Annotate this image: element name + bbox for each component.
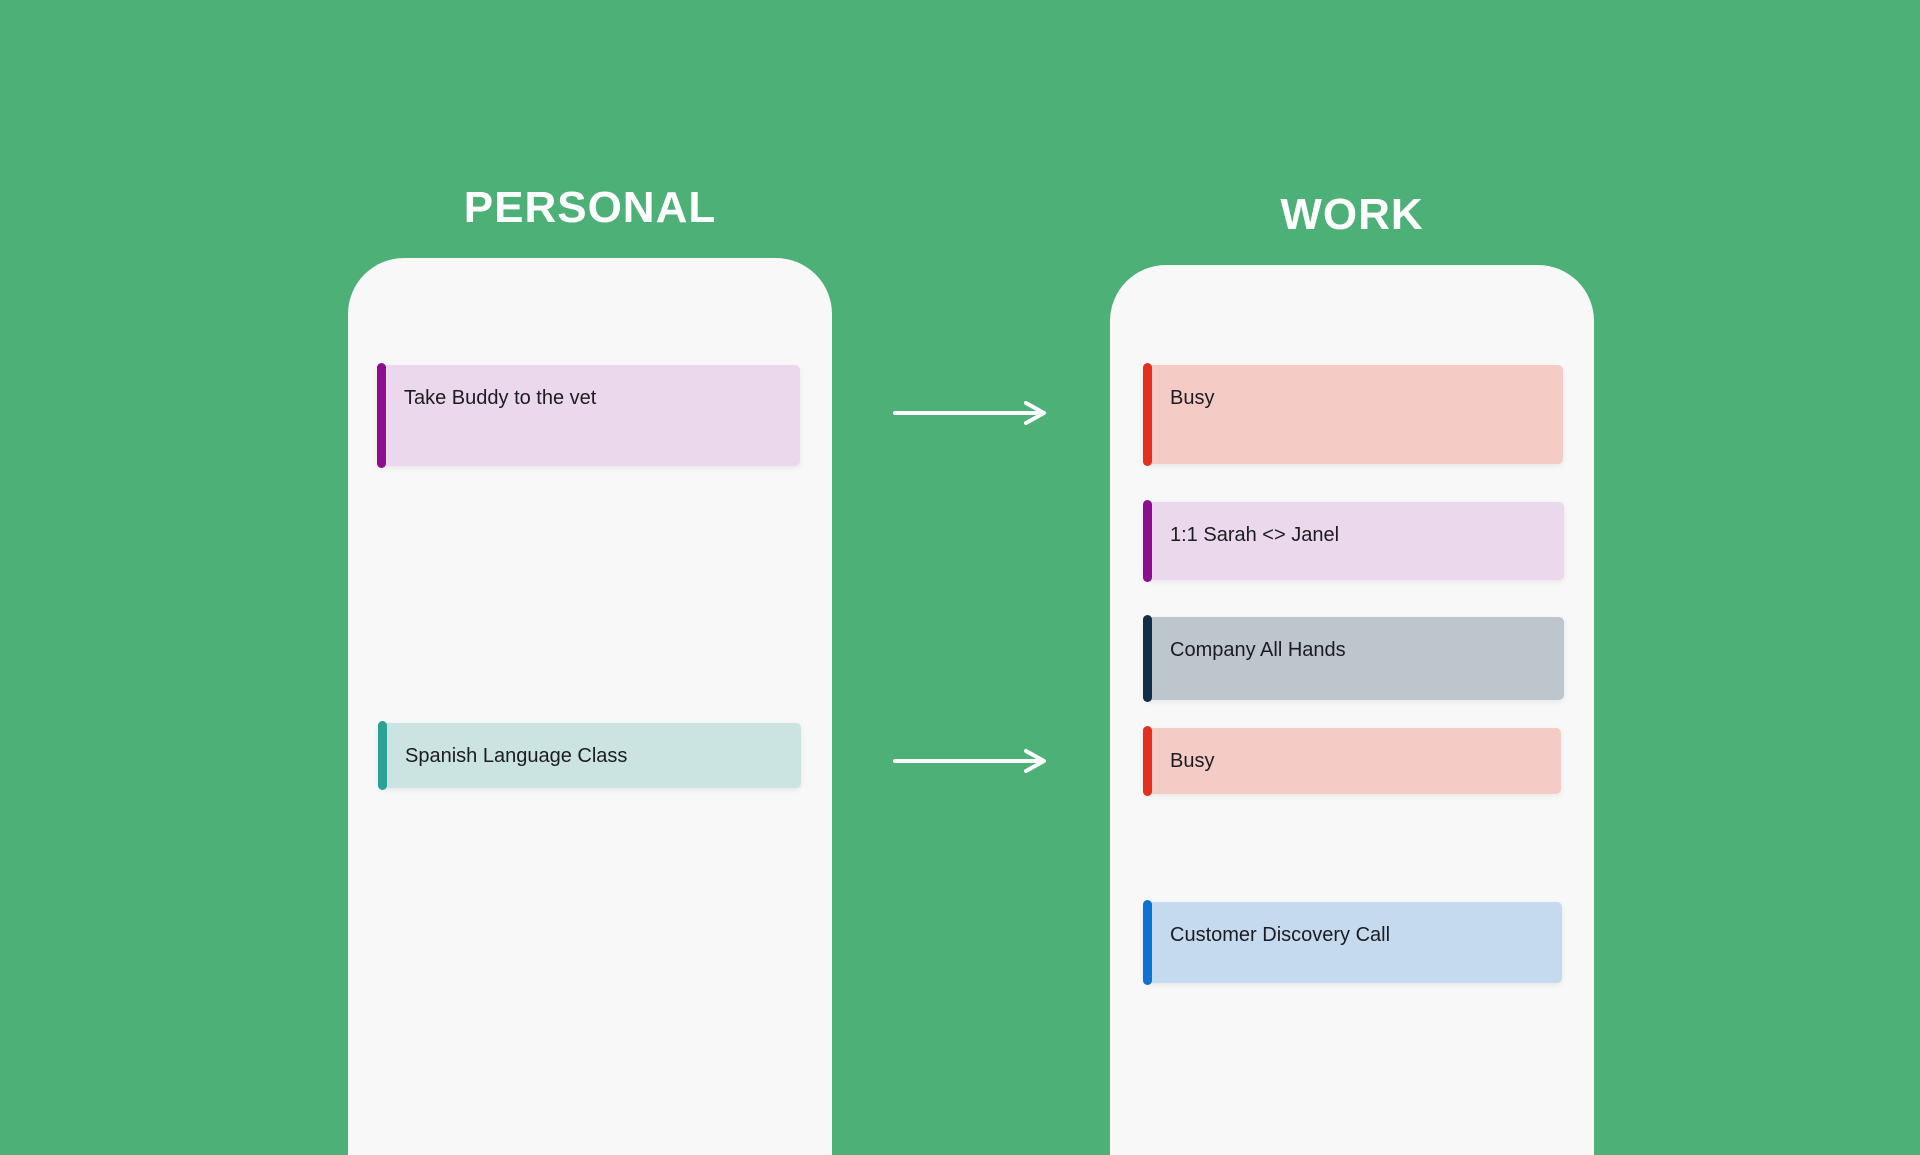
event-color-bar bbox=[1143, 900, 1152, 985]
event-label: Busy bbox=[1170, 387, 1215, 409]
personal-calendar-panel: Take Buddy to the vet Spanish Language C… bbox=[348, 258, 832, 1155]
event-label: 1:1 Sarah <> Janel bbox=[1170, 524, 1340, 546]
event-card-spanish-language-class: Spanish Language Class bbox=[378, 721, 801, 790]
sync-arrow-icon bbox=[893, 401, 1046, 425]
event-card-take-buddy-to-the-vet: Take Buddy to the vet bbox=[377, 363, 800, 468]
personal-column-title: PERSONAL bbox=[463, 183, 717, 232]
event-card-busy-1: Busy bbox=[1143, 363, 1563, 466]
event-card-busy-2: Busy bbox=[1143, 726, 1561, 796]
work-column-title: WORK bbox=[1280, 190, 1424, 239]
event-label: Customer Discovery Call bbox=[1170, 924, 1391, 946]
event-color-bar bbox=[378, 721, 387, 790]
event-card-customer-discovery-call: Customer Discovery Call bbox=[1143, 900, 1562, 985]
work-calendar-panel: Busy 1:1 Sarah <> Janel Company All Hand… bbox=[1110, 265, 1594, 1155]
sync-arrow-icon bbox=[893, 749, 1046, 773]
event-label: Spanish Language Class bbox=[405, 745, 628, 767]
event-color-bar bbox=[1143, 363, 1152, 466]
event-label: Busy bbox=[1170, 750, 1215, 772]
event-label: Take Buddy to the vet bbox=[404, 387, 597, 409]
event-color-bar bbox=[1143, 615, 1152, 702]
event-color-bar bbox=[1143, 726, 1152, 796]
event-card-1-1-sarah-janel: 1:1 Sarah <> Janel bbox=[1143, 500, 1564, 582]
event-label: Company All Hands bbox=[1170, 639, 1346, 661]
event-color-bar bbox=[1143, 500, 1152, 582]
event-color-bar bbox=[377, 363, 386, 468]
event-card-company-all-hands: Company All Hands bbox=[1143, 615, 1564, 702]
